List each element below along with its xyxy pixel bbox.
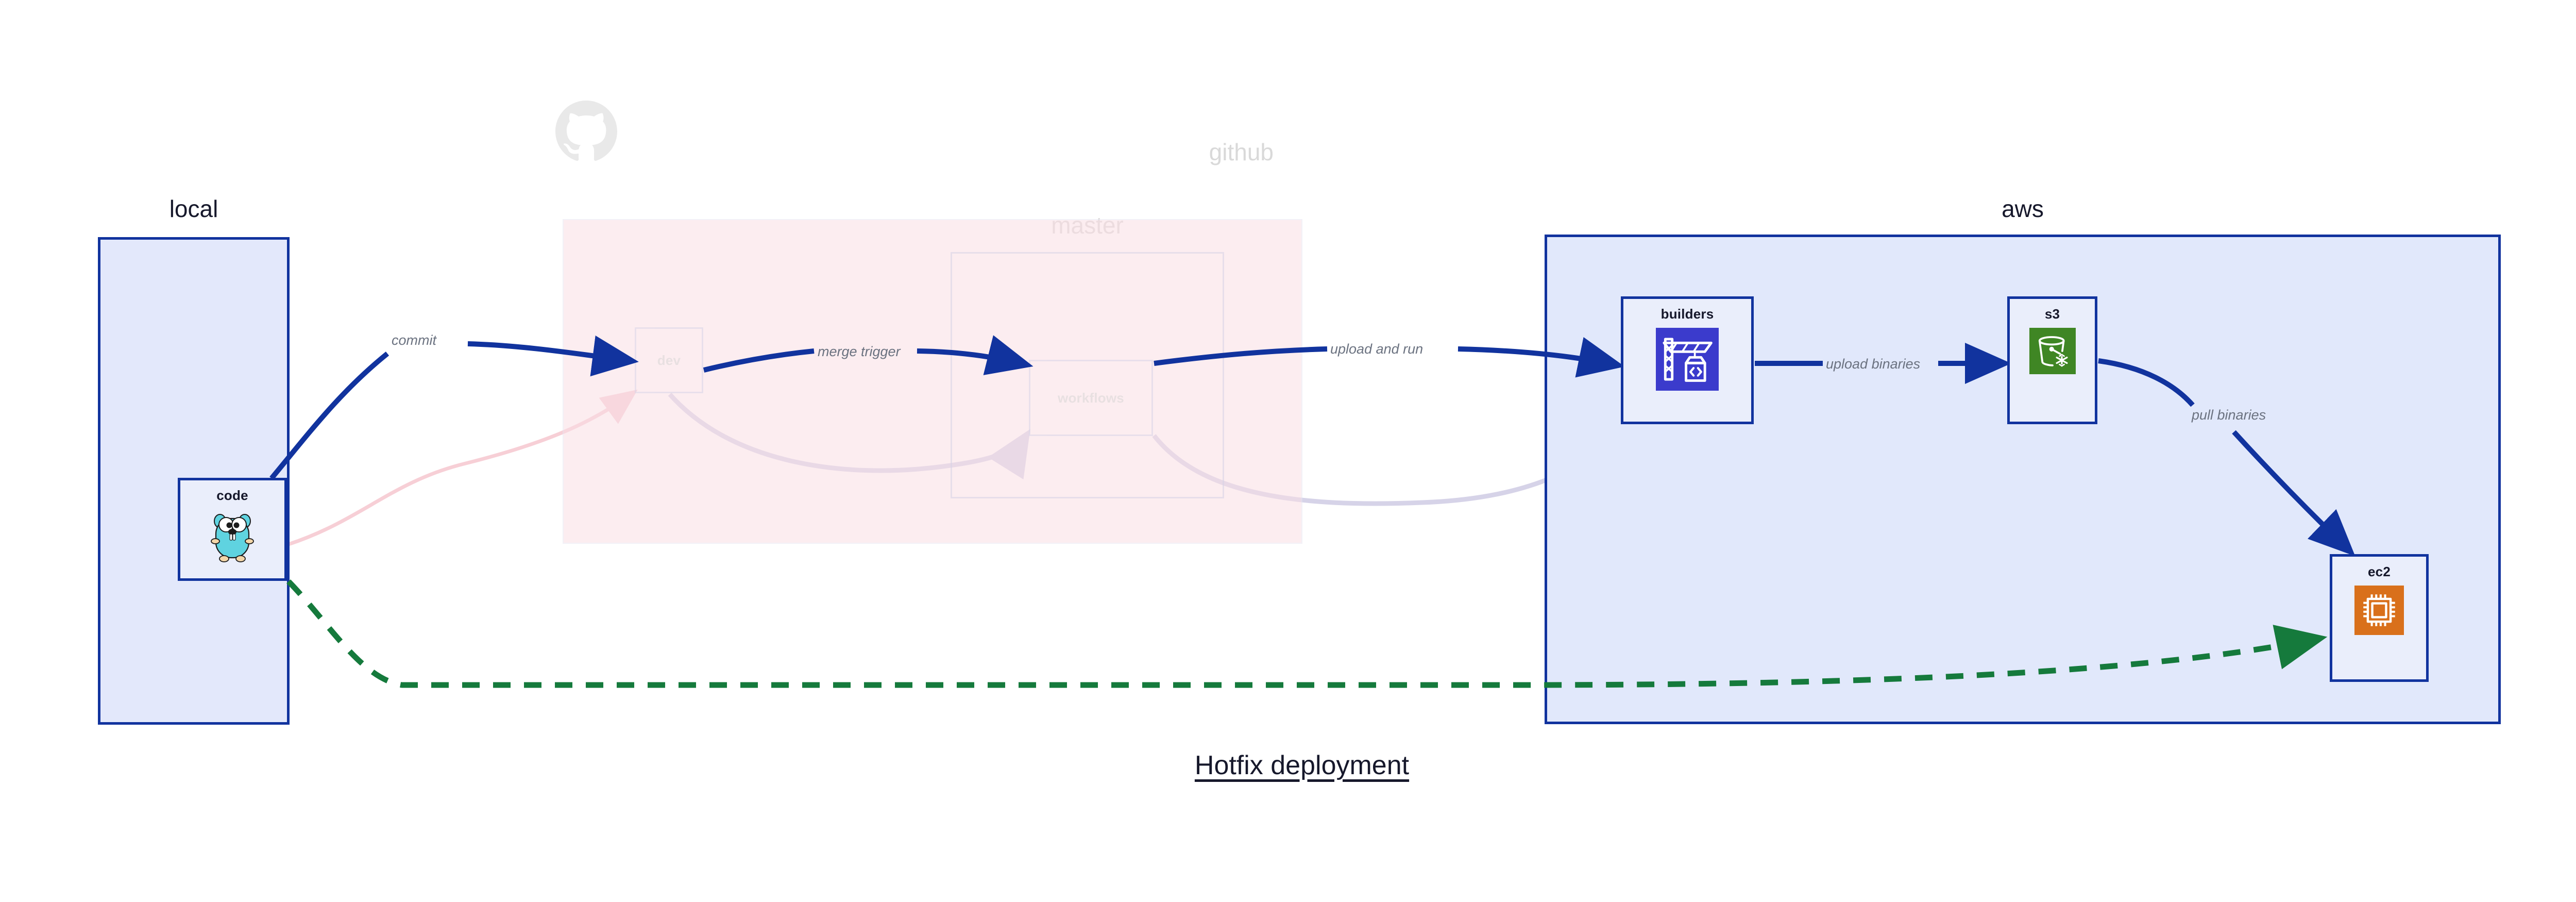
edge-pull-binaries-b [2232, 430, 2355, 557]
edge-merge-trigger-a [703, 348, 815, 373]
node-code[interactable]: code [178, 478, 287, 581]
group-title-local: local [169, 195, 218, 222]
node-ec2-label: ec2 [2368, 564, 2391, 579]
node-workflows-label: workflows [1058, 390, 1124, 406]
aws-codebuild-crane-icon [1656, 328, 1719, 391]
aws-s3-bucket-icon [2029, 328, 2076, 374]
node-code-label: code [216, 488, 248, 503]
edge-merge-trigger-b [917, 335, 1033, 375]
edge-hotfix-direct [286, 579, 2328, 688]
edge-commit-a [269, 352, 389, 480]
edge-label-commit: commit [392, 332, 436, 348]
group-title-aws: aws [2002, 195, 2044, 222]
node-ec2[interactable]: ec2 [2330, 554, 2429, 682]
group-master [951, 252, 1224, 498]
edge-upload-and-run-b [1458, 337, 1625, 378]
edge-label-upload-binaries: upload binaries [1826, 356, 1921, 372]
node-workflows[interactable]: workflows [1029, 360, 1153, 436]
edge-commit-b [467, 335, 639, 377]
edge-upload-and-run-a [1154, 346, 1328, 366]
edge-label-merge-trigger: merge trigger [818, 344, 901, 359]
edge-label-upload-and-run: upload and run [1330, 341, 1423, 357]
edge-label-pull-binaries: pull binaries [2192, 407, 2266, 423]
go-gopher-icon [209, 509, 256, 565]
node-dev-label: dev [657, 353, 681, 368]
diagram-caption: Hotfix deployment [0, 750, 2576, 781]
edge-pull-binaries-a [2098, 358, 2195, 407]
node-s3[interactable]: s3 [2007, 296, 2097, 424]
github-octocat-icon [555, 101, 617, 161]
group-title-github: github [1209, 139, 1274, 165]
node-builders-label: builders [1660, 306, 1714, 322]
aws-ec2-chip-icon [2354, 586, 2404, 635]
diagram-caption-text: Hotfix deployment [1194, 750, 1410, 780]
node-builders[interactable]: builders [1621, 296, 1754, 424]
node-s3-label: s3 [2044, 306, 2060, 322]
group-github [563, 219, 1302, 544]
